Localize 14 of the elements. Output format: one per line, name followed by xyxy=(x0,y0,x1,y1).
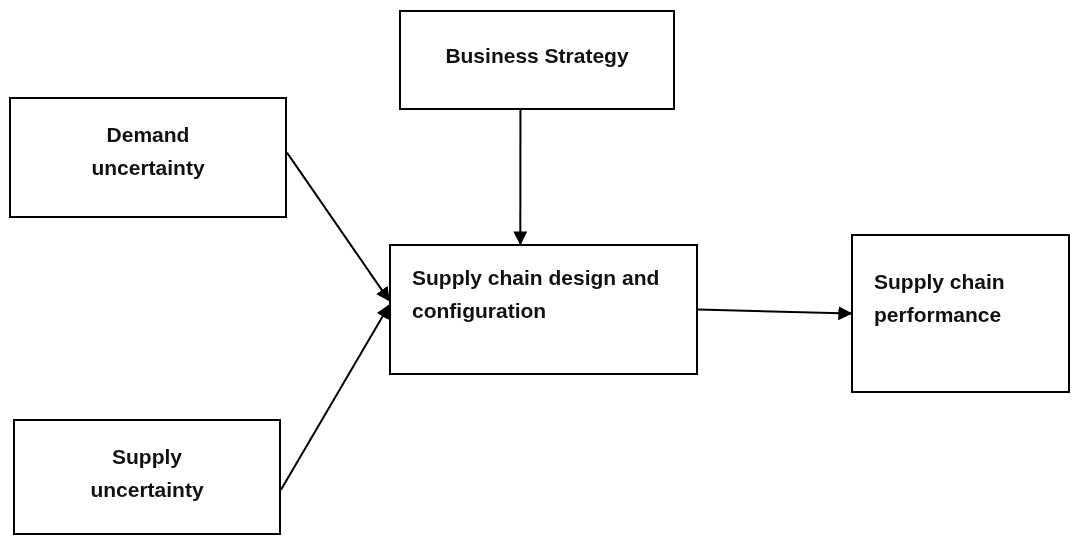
process-box xyxy=(851,234,1070,393)
process-box xyxy=(9,97,287,218)
box-label: Supply chain performance xyxy=(874,269,1006,328)
process-box xyxy=(399,10,675,110)
box-label: Demand uncertainty xyxy=(90,121,206,181)
box-label: Supply chain design and configuration xyxy=(412,265,661,324)
arrow xyxy=(286,151,390,302)
process-box xyxy=(389,244,698,375)
arrow xyxy=(697,306,853,321)
arrow xyxy=(280,304,390,491)
box-label: Supply uncertainty xyxy=(89,444,205,503)
arrow xyxy=(513,109,528,246)
process-box xyxy=(13,419,281,535)
box-label: Business Strategy xyxy=(444,42,630,69)
